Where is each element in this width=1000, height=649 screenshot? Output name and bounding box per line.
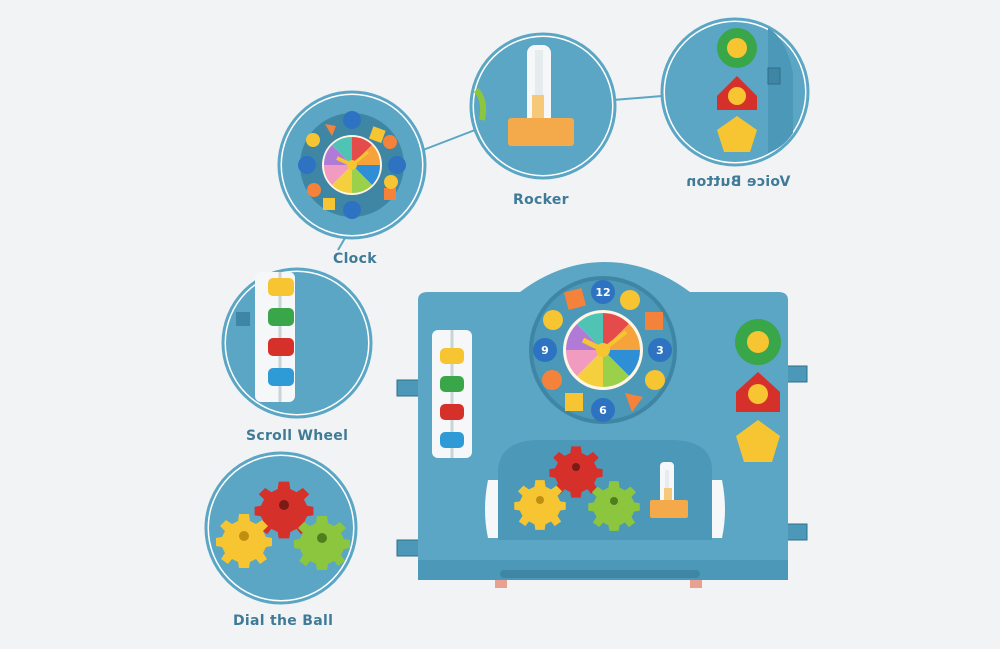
clock-icon (566, 313, 640, 387)
clock-number-3: 3 (656, 344, 664, 357)
clock-callout: 12 (277, 90, 427, 240)
gear-icon (514, 446, 640, 531)
clock-icon (323, 136, 381, 194)
abacus-bead-icon (440, 348, 464, 448)
scroll-wheel-label: Scroll Wheel (246, 428, 349, 444)
voice-button-label: Voice Button (686, 174, 791, 190)
play-panel: 12 3 6 9 (396, 262, 808, 588)
gear-icon (216, 481, 350, 570)
clock-number-12: 12 (595, 286, 610, 299)
house-button-icon (717, 76, 757, 110)
rocker-handle (508, 118, 574, 146)
dial-the-ball-label: Dial the Ball (233, 613, 334, 629)
voice-button-callout (660, 17, 810, 167)
pentagon-button-icon (736, 420, 780, 462)
rocker-label: Rocker (513, 192, 569, 208)
scroll-wheel-callout (221, 267, 373, 419)
abacus-bead-icon (268, 278, 294, 386)
rocker-callout (469, 32, 617, 180)
connector-lines (337, 95, 663, 251)
pentagon-button-icon (717, 116, 757, 152)
dial-callout (204, 451, 358, 605)
flower-button-icon (717, 28, 757, 68)
flower-button-icon (735, 319, 781, 365)
clock-label: Clock (333, 251, 377, 267)
clock-number-6: 6 (599, 404, 607, 417)
clock-number-9: 9 (541, 344, 549, 357)
house-button-icon (736, 372, 780, 412)
